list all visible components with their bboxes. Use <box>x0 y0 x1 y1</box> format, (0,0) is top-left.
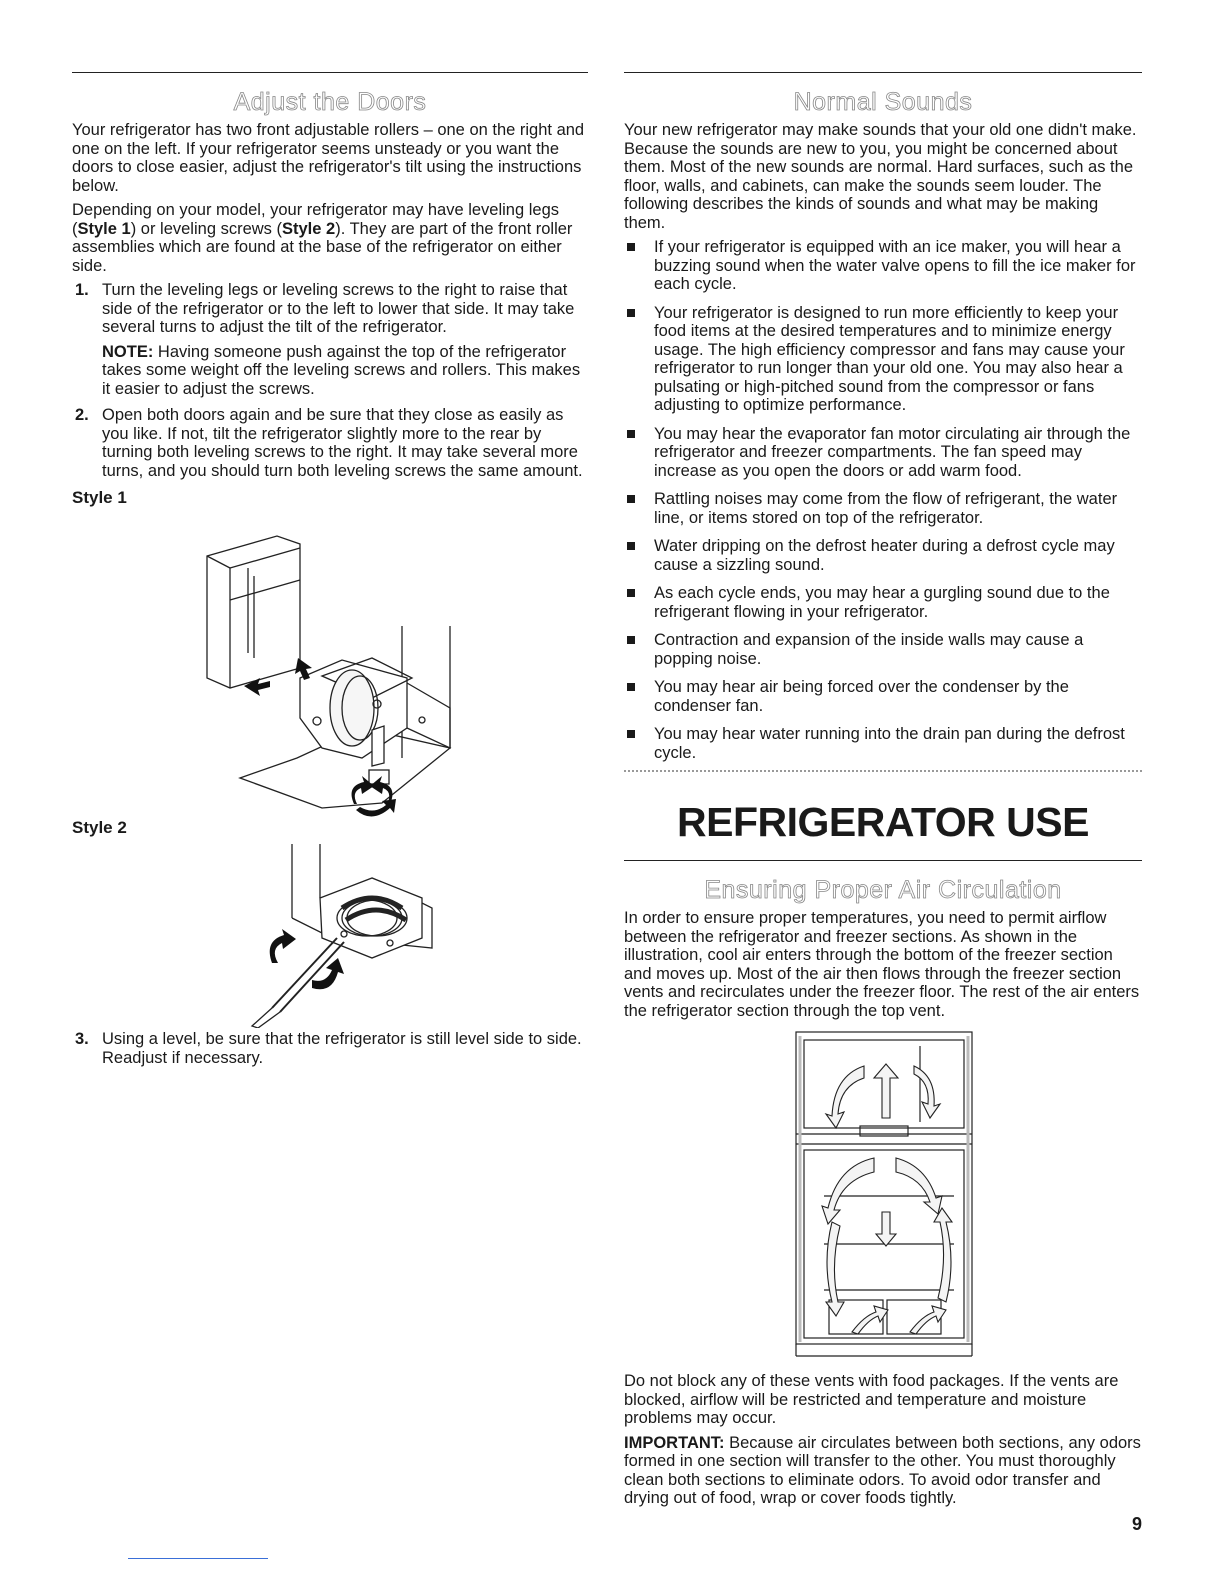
section-title-air-circulation: Ensuring Proper Air Circulation <box>704 876 1062 905</box>
paragraph: In order to ensure proper temperatures, … <box>624 909 1140 1020</box>
left-column: Adjust the Doors Your refrigerator has t… <box>72 72 588 1075</box>
list-item: Rattling noises may come from the flow o… <box>624 490 1142 527</box>
paragraph: Do not block any of these vents with foo… <box>624 1372 1119 1427</box>
section-title-normal-sounds: Normal Sounds <box>793 88 973 117</box>
footer-rule <box>128 1558 268 1559</box>
section-rule <box>72 72 588 73</box>
chapter-title: REFRIGERATOR USE <box>677 799 1089 845</box>
note: NOTE: Having someone push against the to… <box>102 342 581 398</box>
paragraph: Your new refrigerator may make sounds th… <box>624 121 1137 232</box>
section-title-adjust-doors: Adjust the Doors <box>233 88 427 117</box>
air-circulation-illustration <box>795 1031 973 1357</box>
style-2-illustration <box>250 844 433 1028</box>
list-item: As each cycle ends, you may hear a gurgl… <box>624 584 1142 621</box>
style-1-label: Style 1 <box>72 488 127 507</box>
list-item: 2. Open both doors again and be sure tha… <box>75 406 583 480</box>
paragraph: Your refrigerator has two front adjustab… <box>72 121 585 195</box>
list-item: Contraction and expansion of the inside … <box>624 631 1142 668</box>
right-column: Normal Sounds Your new refrigerator may … <box>624 72 1142 1514</box>
paragraph: Depending on your model, your refrigerat… <box>72 201 573 275</box>
list-item: Water dripping on the defrost heater dur… <box>624 537 1142 574</box>
section-rule <box>624 72 1142 73</box>
section-rule <box>624 860 1142 861</box>
list-item: You may hear water running into the drai… <box>624 725 1142 762</box>
divider <box>624 770 1142 772</box>
list-item: You may hear air being forced over the c… <box>624 678 1142 715</box>
list-item: Your refrigerator is designed to run mor… <box>624 304 1142 415</box>
steps-list: 3. Using a level, be sure that the refri… <box>72 1030 588 1067</box>
list-item: If your refrigerator is equipped with an… <box>624 238 1142 294</box>
style-1-illustration <box>206 535 452 817</box>
list-item: You may hear the evaporator fan motor ci… <box>624 425 1142 481</box>
list-item: 1. Turn the leveling legs or leveling sc… <box>72 281 588 398</box>
steps-list: 1. Turn the leveling legs or leveling sc… <box>72 281 588 480</box>
sounds-list: If your refrigerator is equipped with an… <box>624 238 1142 762</box>
page-number: 9 <box>1131 1514 1142 1534</box>
list-item: 3. Using a level, be sure that the refri… <box>75 1030 582 1067</box>
paragraph: IMPORTANT: Because air circulates betwee… <box>624 1433 1141 1508</box>
style-2-label: Style 2 <box>72 818 127 837</box>
